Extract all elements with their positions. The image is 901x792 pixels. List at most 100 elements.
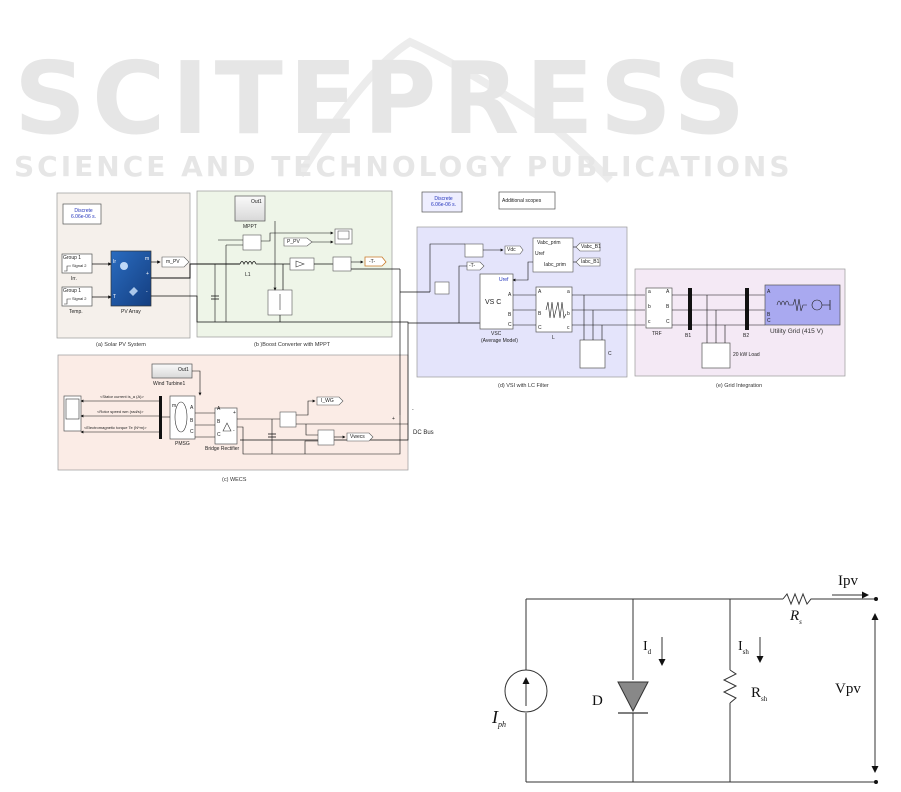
terminal-top <box>874 597 878 601</box>
id-main: I <box>643 639 648 654</box>
inductor-l1[interactable] <box>239 261 257 265</box>
turbine-label: Wind Turbine1 <box>153 381 186 387</box>
goto-m-pv-label: m_PV <box>166 259 180 265</box>
sun-glare-icon <box>120 262 128 270</box>
iabc-prim-label: Iabc_prim <box>544 262 566 268</box>
iph-label: Iph <box>492 707 506 729</box>
vsc-port-b: B <box>508 312 512 318</box>
load-label: 20 kW Load <box>733 352 760 358</box>
rect-port-b: B <box>217 419 221 425</box>
rect-port-a: A <box>217 406 221 412</box>
powergui-line2: 6.06e-06 s. <box>71 214 97 220</box>
vabc-iabc-measurement[interactable] <box>532 237 574 273</box>
voltage-measurement-wecs[interactable] <box>317 429 335 446</box>
pmsg-label: PMSG <box>175 441 190 447</box>
goto-vdc[interactable] <box>504 245 524 255</box>
goto-vwecs[interactable] <box>346 432 374 442</box>
load-20kw[interactable] <box>701 342 731 369</box>
pv-port-t: T <box>113 294 117 300</box>
diode-label: D <box>592 693 603 709</box>
trf-out-c: C <box>666 319 670 325</box>
goto-t-boost-label: -T- <box>369 259 376 265</box>
rs-label: Rs <box>790 608 802 626</box>
trf-in-c: c <box>648 319 651 325</box>
powergui-block[interactable] <box>62 203 102 225</box>
vsc-port-c: C <box>508 322 512 328</box>
from-p-pv[interactable] <box>283 237 313 247</box>
pmsg-port-m: m <box>172 403 177 409</box>
from-vabc-b1[interactable] <box>575 242 601 252</box>
goto-vdc-label: Vdc <box>507 247 516 253</box>
irradiance-signal-builder[interactable] <box>61 253 93 274</box>
from-iabc-label: Iabc_B1 <box>581 259 600 265</box>
bus-b2[interactable] <box>745 288 749 330</box>
mppt-label: MPPT <box>243 224 257 230</box>
rs-sub: s <box>799 618 802 626</box>
vsc-port-a: A <box>508 292 512 298</box>
pv-port-minus: - <box>146 289 148 295</box>
additional-scopes-block[interactable] <box>498 191 556 210</box>
signal-rotor-speed: <Rotor speed wm (rad/s)> <box>97 409 144 414</box>
temperature-signal-builder[interactable] <box>61 286 93 307</box>
vsc-uref-port: Uref <box>499 277 509 283</box>
bus-b1[interactable] <box>688 288 692 330</box>
rs-main: R <box>790 608 800 624</box>
transformer-trf[interactable] <box>645 287 673 329</box>
powergui-block-2[interactable] <box>421 191 463 213</box>
utility-grid-label: Utility Grid (415 V) <box>770 328 824 335</box>
caption-wecs: (c) WECS <box>222 477 247 483</box>
trf-in-a: a <box>648 289 651 295</box>
l-out-a: a <box>567 289 570 295</box>
vsc-icon-text: VS C <box>485 299 502 306</box>
rect-plus: + <box>233 410 236 416</box>
vabc-prim-label: Vabc_prim <box>537 240 561 246</box>
powergui-line1: Discrete <box>74 208 93 214</box>
bridge-rectifier[interactable] <box>214 407 238 445</box>
uref-label: Uref <box>535 251 545 257</box>
sum-block-2[interactable] <box>434 281 450 295</box>
pv-array-block[interactable] <box>110 250 152 307</box>
scope-block-wecs[interactable] <box>63 395 82 432</box>
powergui2-line2: 6.06e-06 s. <box>431 202 457 208</box>
ish-sub: sh <box>742 648 749 656</box>
current-measurement-wecs[interactable] <box>279 411 297 428</box>
grid-port-b: B <box>767 312 771 318</box>
trf-out-b: B <box>666 304 670 310</box>
goto-m-pv[interactable] <box>161 256 190 268</box>
measurement-block[interactable] <box>332 256 352 272</box>
mppt-port: Out1 <box>251 199 262 205</box>
vsc-average-model[interactable] <box>479 273 514 330</box>
temp-label: Temp. <box>69 309 83 315</box>
trf-label: TRF <box>652 331 662 337</box>
mppt-block[interactable] <box>234 195 266 222</box>
l-in-a: A <box>538 289 542 295</box>
from-t-vsi[interactable] <box>466 261 485 271</box>
product-block[interactable] <box>242 234 262 251</box>
caption-vsi: (d) VSI with LC Filter <box>498 383 549 389</box>
irr-group: Group 1 <box>63 255 82 261</box>
trf-in-b: b <box>648 304 651 310</box>
rectifier-label: Bridge Rectifier <box>205 446 240 452</box>
filter-inductor-l[interactable] <box>535 286 573 333</box>
trf-out-a: A <box>666 289 670 295</box>
id-label: Id <box>643 639 651 656</box>
iph-main: I <box>492 707 498 727</box>
filter-capacitor-c[interactable] <box>579 339 606 369</box>
l-out-b: b <box>567 311 570 317</box>
filter-c-label: C <box>608 351 612 357</box>
caption-solar-pv: (a) Solar PV System <box>96 342 146 348</box>
pmsg-port-b: B <box>190 418 194 424</box>
pmsg-port-c: C <box>190 429 194 435</box>
goto-i-wg[interactable] <box>316 396 344 406</box>
temp-signal: Signal 2 <box>72 296 87 301</box>
additional-scopes-label: Additional scopes <box>502 198 542 204</box>
bus-selector[interactable] <box>159 396 162 439</box>
sum-block-vdc[interactable] <box>464 243 484 258</box>
vsc-sublabel: (Average Model) <box>481 338 518 344</box>
ish-label: Ish <box>738 640 749 656</box>
scope-block-ppv[interactable] <box>334 228 353 245</box>
l-in-b: B <box>538 311 542 317</box>
goto-t-boost[interactable] <box>364 256 387 267</box>
from-vabc-label: Vabc_B1 <box>581 244 601 250</box>
from-iabc-b1[interactable] <box>575 257 601 267</box>
